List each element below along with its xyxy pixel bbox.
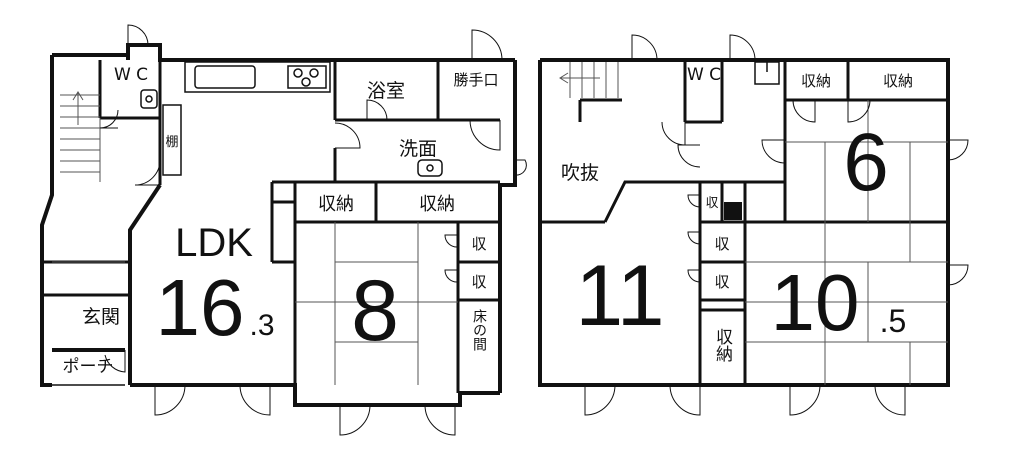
kitchen-counter xyxy=(184,61,331,93)
f1-ldk-size: 16 xyxy=(156,263,245,352)
f1-bath-label: 浴室 xyxy=(367,80,405,102)
f1-shelf-label: 棚 xyxy=(165,135,178,150)
f1-tokonoma-label: 床の間 xyxy=(471,309,487,352)
f1-storage-a-label: 収納 xyxy=(318,194,354,215)
f2-room-10-decimal: .5 xyxy=(880,303,907,339)
floor1-labels: W C 浴室 勝手口 洗面 棚 収納 収納 収 収 床の間 LDK 16 .3 … xyxy=(63,65,499,377)
wc-basin xyxy=(140,89,158,109)
floor2-fixtures xyxy=(754,61,780,85)
wash-basin xyxy=(417,159,443,177)
f2-room-6-size: 6 xyxy=(843,117,889,208)
f1-porch-label: ポーチ xyxy=(63,357,114,377)
f2-room-11-size: 11 xyxy=(575,248,664,344)
f1-wc-label: W C xyxy=(114,65,148,85)
f1-washitsu-size: 8 xyxy=(351,263,399,359)
entrance-step xyxy=(41,350,125,386)
floor2-inner-walls xyxy=(540,60,948,385)
f1-ldk-size-decimal: .3 xyxy=(249,309,274,342)
floor2-outer-walls xyxy=(538,58,950,387)
floor1-outer-walls xyxy=(40,43,517,407)
f2-closet-a-label: 収 xyxy=(714,235,729,253)
f2-closet-b-label: 収 xyxy=(714,273,729,291)
stove xyxy=(287,65,327,89)
floor-2 xyxy=(538,34,969,416)
f1-back-door-label: 勝手口 xyxy=(453,71,498,89)
shelf-unit xyxy=(162,104,182,176)
f2-room-10-size: 10 xyxy=(771,258,860,347)
f2-closet-small-label: 収 xyxy=(705,196,718,211)
f1-closet-a-label: 収 xyxy=(471,235,486,253)
floor2-labels: W C 収納 収納 吹抜 6 収 収 収 収納 11 10 .5 xyxy=(561,65,913,363)
floor1-stairs xyxy=(60,91,101,182)
floor2-stairs xyxy=(559,62,619,98)
f2-pillar xyxy=(724,202,742,220)
floor1-doors xyxy=(99,24,527,436)
floor-1 xyxy=(40,24,527,436)
floor1-inner-walls xyxy=(42,60,500,393)
f1-washroom-label: 洗面 xyxy=(399,138,437,160)
floor2-doors xyxy=(584,34,969,416)
f2-storage-b-label: 収納 xyxy=(883,72,913,90)
floor1-tatami xyxy=(295,222,458,385)
floor2-tatami xyxy=(745,100,948,385)
f1-closet-b-label: 収 xyxy=(471,273,486,291)
f1-entrance-label: 玄関 xyxy=(82,306,120,328)
f1-ldk-label: LDK xyxy=(175,221,253,265)
f2-void-label: 吹抜 xyxy=(561,162,599,184)
f2-storage-c-label: 収納 xyxy=(712,328,733,363)
f2-storage-a-label: 収納 xyxy=(801,72,831,90)
kitchen-sink xyxy=(194,65,256,89)
f2-wc-label: W C xyxy=(687,65,721,85)
floor1-fixtures xyxy=(41,61,443,386)
f1-storage-b-label: 収納 xyxy=(419,194,455,215)
